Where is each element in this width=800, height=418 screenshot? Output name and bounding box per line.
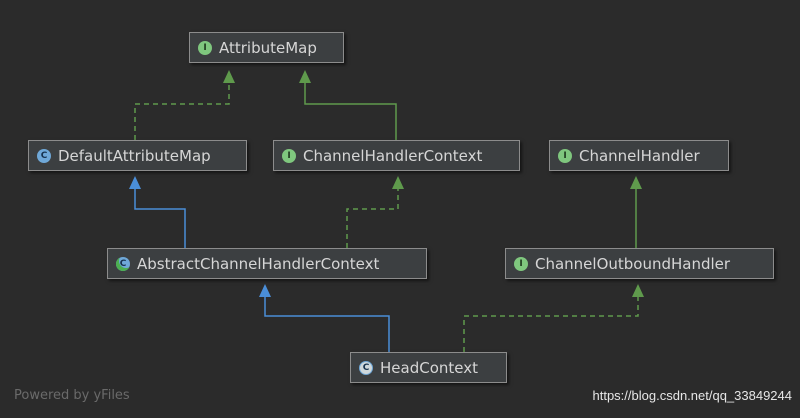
node-label: HeadContext [380, 358, 478, 377]
node-default-attribute-map[interactable]: C DefaultAttributeMap [28, 140, 247, 171]
node-label: AttributeMap [219, 38, 317, 57]
edge-abstractchc-defaultattributemap [134, 188, 186, 248]
node-channel-handler[interactable]: I ChannelHandler [549, 140, 729, 171]
interface-icon: I [514, 256, 528, 271]
arrowhead-channeloutboundhandler [632, 284, 644, 297]
node-channel-handler-context[interactable]: I ChannelHandlerContext [273, 140, 520, 171]
abstract-class-icon: C [116, 256, 130, 271]
class-icon: C [37, 148, 51, 163]
arrowhead-abstractchc [259, 284, 271, 297]
node-label: ChannelOutboundHandler [535, 254, 731, 273]
arrowhead-channelhandler [630, 176, 642, 189]
interface-icon: I [282, 148, 296, 163]
node-channel-outbound-handler[interactable]: I ChannelOutboundHandler [505, 248, 774, 279]
node-attribute-map[interactable]: I AttributeMap [189, 32, 344, 63]
arrowhead-defaultattributemap [129, 176, 141, 189]
node-label: AbstractChannelHandlerContext [137, 254, 380, 273]
node-abstract-channel-handler-context[interactable]: C AbstractChannelHandlerContext [107, 248, 427, 279]
node-label: ChannelHandlerContext [303, 146, 483, 165]
interface-icon: I [558, 148, 572, 163]
edge-defaultattributemap-attributemap [134, 82, 230, 140]
edge-headcontext-channeloutboundhandler [463, 296, 639, 352]
edge-abstractchc-channelhandlercontext [346, 188, 399, 248]
edge-channelhandlercontext-attributemap [304, 82, 397, 140]
arrowhead-channelhandlercontext [392, 176, 404, 189]
powered-by-label: Powered by yFiles [14, 388, 130, 403]
interface-icon: I [198, 40, 212, 55]
node-head-context[interactable]: C HeadContext [350, 352, 507, 383]
watermark-url: https://blog.csdn.net/qq_33849244 [592, 388, 793, 403]
edge-headcontext-abstractchc [264, 296, 390, 352]
arrowhead-attributemap-right [299, 70, 311, 83]
node-label: ChannelHandler [579, 146, 700, 165]
arrowhead-attributemap-left [223, 70, 235, 83]
node-label: DefaultAttributeMap [58, 146, 211, 165]
final-class-icon: C [359, 360, 373, 375]
